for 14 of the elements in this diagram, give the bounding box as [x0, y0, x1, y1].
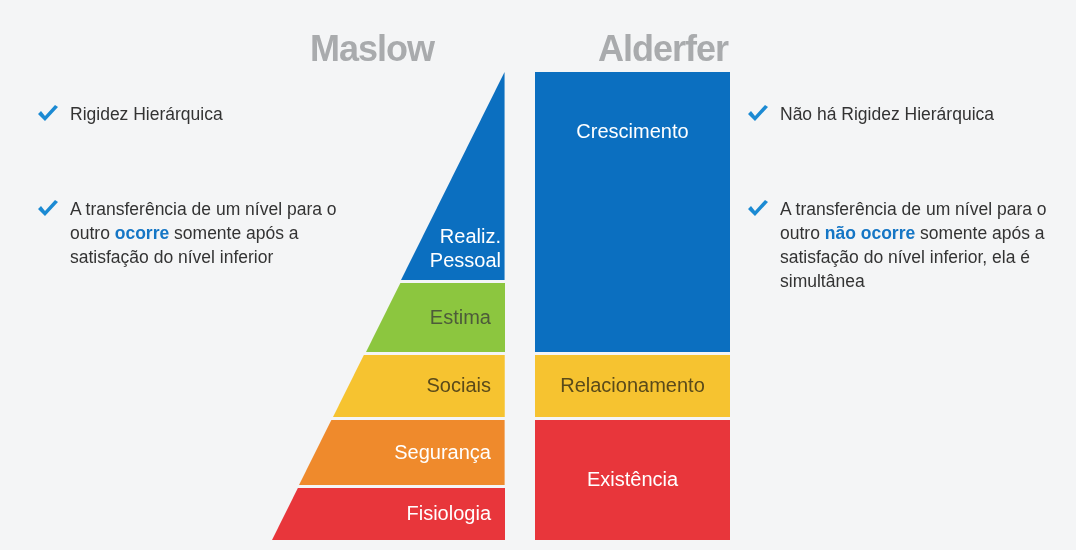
column-heading: Maslow: [310, 28, 435, 70]
description-text: A transferência de um nível para o outro ocorre somente após a satisfação do nível inferior: [70, 198, 338, 269]
level-label: Realiz. Pessoal: [428, 224, 501, 272]
level-label: Fisiologia: [406, 502, 491, 525]
feature-text: Rigidez Hierárquica: [70, 103, 224, 126]
level-label: Crescimento: [575, 120, 690, 143]
column-heading: Alderfer: [598, 28, 729, 70]
level-label: Segurança: [394, 440, 491, 464]
level-label: Relacionamento: [559, 374, 706, 397]
level-label: Sociais: [426, 374, 491, 397]
level-label: Existência: [585, 468, 680, 491]
level-label: Estima: [429, 305, 491, 329]
feature-text: Não há Rigidez Hierárquica: [780, 103, 995, 126]
description-text: A transferência de um nível para o outro não ocorre somente após a satisfação do nível inferior, ela é simultânea: [780, 198, 1048, 293]
